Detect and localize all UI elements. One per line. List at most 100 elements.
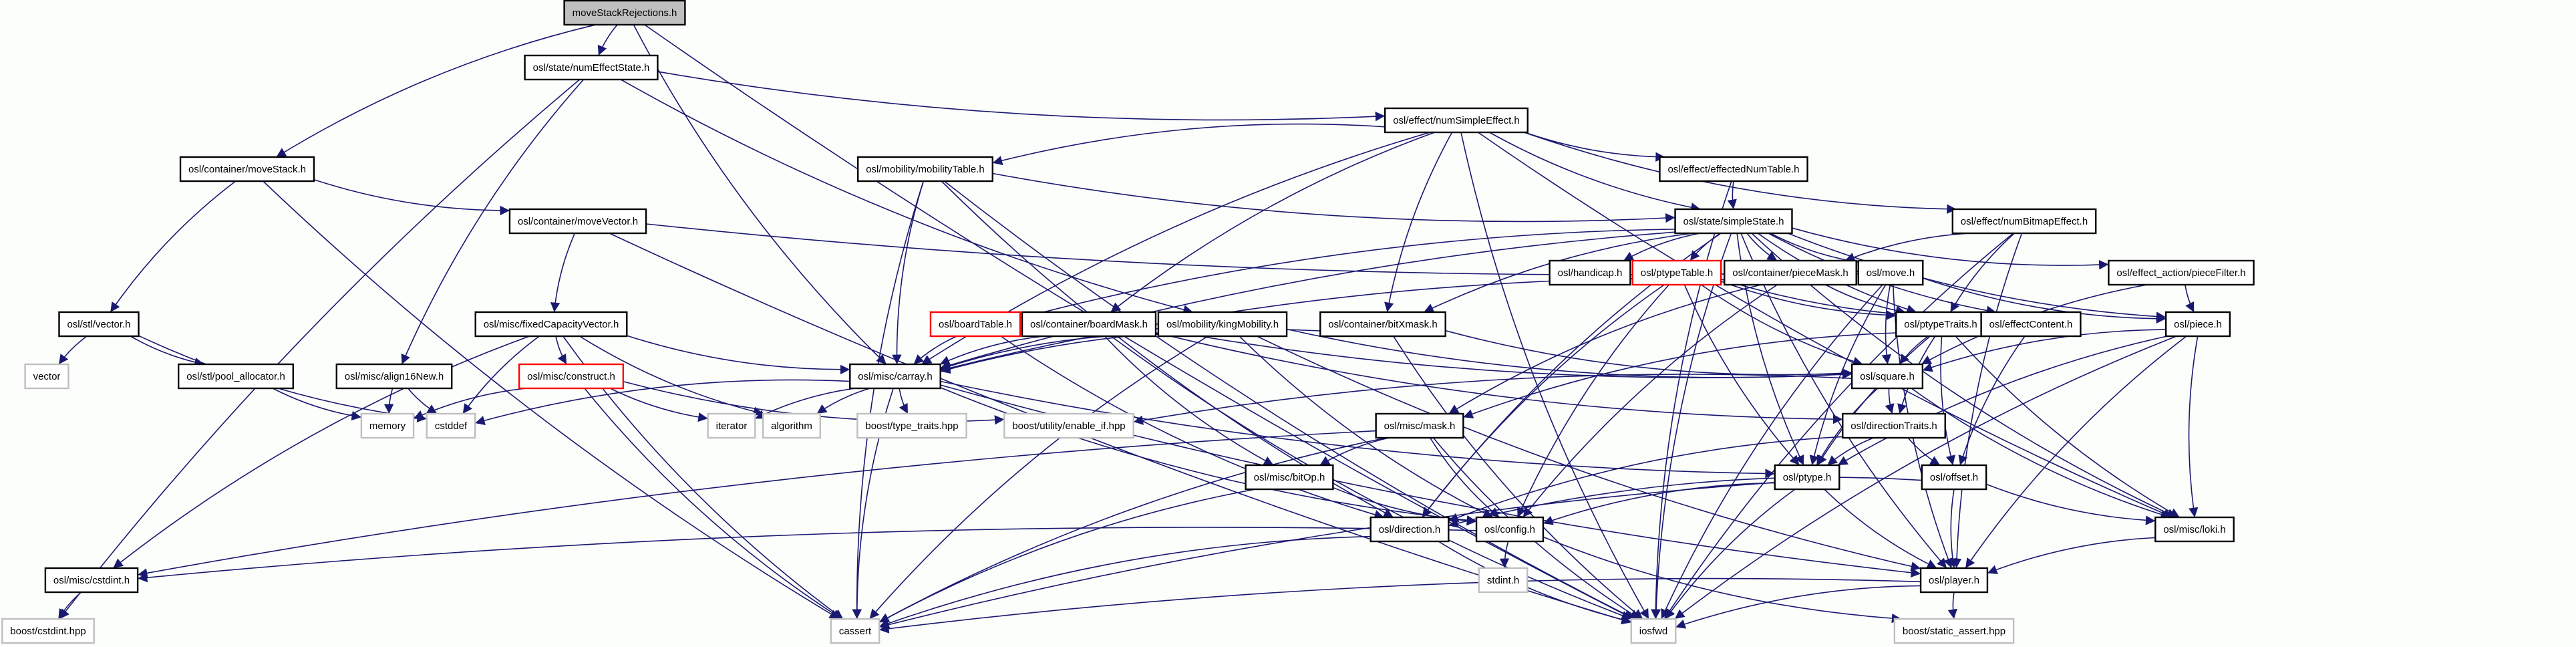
node-box bbox=[830, 618, 880, 644]
graph-node-cstdint-h[interactable]: osl/misc/cstdint.h bbox=[44, 567, 139, 594]
node-box bbox=[1021, 311, 1157, 338]
edge-numEffectState-to-numSimpleEffect bbox=[657, 71, 1386, 122]
node-box bbox=[1630, 618, 1677, 644]
edge-mobilityTable-to-simpleState bbox=[992, 172, 1675, 223]
edge-bitXmask-to-square bbox=[1445, 330, 1853, 378]
graph-node-fixed-capacity-vector[interactable]: osl/misc/fixedCapacityVector.h bbox=[474, 311, 628, 338]
graph-node-align16-new[interactable]: osl/misc/align16New.h bbox=[335, 363, 453, 390]
node-box bbox=[1724, 259, 1857, 286]
node-label: osl/container/moveStack.h bbox=[188, 164, 306, 175]
graph-node-piece-mask[interactable]: osl/container/pieceMask.h bbox=[1724, 259, 1857, 286]
graph-node-pool-allocator[interactable]: osl/stl/pool_allocator.h bbox=[178, 363, 294, 390]
edge-config-to-staticAssert bbox=[1543, 536, 1902, 624]
edge-kingMobility-to-square bbox=[1286, 328, 1853, 379]
edge-moveVector-to-iosfwd bbox=[609, 233, 1631, 625]
node-label: memory bbox=[369, 420, 406, 432]
graph-node-num-effect-state[interactable]: osl/state/numEffectState.h bbox=[524, 54, 659, 81]
edge-numEffectState-to-align16New bbox=[401, 79, 585, 365]
edge-ptypeTable-to-square bbox=[1701, 284, 1863, 366]
edge-boardMask-to-iosfwd bbox=[1110, 336, 1632, 620]
graph-node-root[interactable]: moveStackRejections.h bbox=[563, 0, 686, 26]
edge-numSimpleEffect-to-numBitmapEffect bbox=[1524, 132, 1957, 214]
graph-node-boost-cstdint: boost/cstdint.hpp bbox=[1, 618, 95, 644]
edge-kingMobility-to-config bbox=[1239, 336, 1494, 518]
node-label: osl/stl/pool_allocator.h bbox=[186, 371, 285, 382]
graph-node-piece-filter[interactable]: osl/effect_action/pieceFilter.h bbox=[2108, 259, 2255, 286]
edge-ptypeTraits-to-loki bbox=[1955, 336, 2181, 518]
graph-node-loki[interactable]: osl/misc/loki.h bbox=[2154, 516, 2235, 543]
edge-boardMask-to-carray bbox=[939, 336, 1045, 365]
graph-node-bit-op[interactable]: osl/misc/bitOp.h bbox=[1245, 464, 1334, 491]
graph-node-piece[interactable]: osl/piece.h bbox=[2164, 311, 2231, 338]
graph-node-move[interactable]: osl/move.h bbox=[1857, 259, 1924, 286]
node-label: osl/misc/align16New.h bbox=[345, 371, 444, 382]
graph-node-effected-num-table[interactable]: osl/effect/effectedNumTable.h bbox=[1659, 156, 1808, 182]
node-label: osl/state/simpleState.h bbox=[1683, 216, 1784, 227]
graph-node-square[interactable]: osl/square.h bbox=[1850, 363, 1924, 390]
graph-node-ptype-traits[interactable]: osl/ptypeTraits.h bbox=[1895, 311, 1986, 338]
graph-node-direction-traits[interactable]: osl/directionTraits.h bbox=[1842, 412, 1946, 439]
node-box bbox=[518, 363, 625, 390]
edge-poolAllocator-to-memory bbox=[272, 388, 362, 421]
graph-node-king-mobility[interactable]: osl/mobility/kingMobility.h bbox=[1157, 311, 1288, 338]
edge-numBitmapEffect-to-player bbox=[1951, 233, 2023, 569]
graph-node-direction[interactable]: osl/direction.h bbox=[1370, 516, 1450, 543]
node-label: osl/misc/bitOp.h bbox=[1254, 472, 1325, 483]
graph-node-ptype-table[interactable]: osl/ptypeTable.h bbox=[1631, 259, 1722, 286]
node-box bbox=[1631, 259, 1722, 286]
graph-node-mask[interactable]: osl/misc/mask.h bbox=[1375, 412, 1464, 439]
node-label: boost/utility/enable_if.hpp bbox=[1012, 420, 1125, 432]
node-box bbox=[1919, 567, 1989, 594]
edge-ptype-to-config bbox=[1543, 482, 1775, 525]
graph-node-config[interactable]: osl/config.h bbox=[1475, 516, 1545, 543]
graph-node-stdint: stdint.h bbox=[1478, 567, 1528, 594]
node-box bbox=[1375, 412, 1464, 439]
edge-ptypeTable-to-carray bbox=[940, 277, 1633, 373]
edge-numSimpleEffect-to-mobilityTable bbox=[992, 123, 1386, 166]
node-box bbox=[1951, 208, 2097, 235]
graph-node-vector: vector bbox=[24, 363, 69, 390]
edge-fixedCapacityVector-to-carray bbox=[627, 335, 850, 375]
graph-node-num-bitmap-effect[interactable]: osl/effect/numBitmapEffect.h bbox=[1951, 208, 2097, 235]
edge-simpleState-to-carray bbox=[940, 231, 1675, 370]
node-label: osl/container/pieceMask.h bbox=[1732, 267, 1848, 279]
graph-node-effect-content[interactable]: osl/effectContent.h bbox=[1980, 311, 2082, 338]
node-label: osl/misc/mask.h bbox=[1384, 420, 1456, 432]
edge-construct-to-cassert bbox=[584, 388, 842, 620]
node-box bbox=[1980, 311, 2082, 338]
node-box bbox=[762, 412, 822, 439]
node-box bbox=[24, 363, 69, 390]
graph-node-handicap[interactable]: osl/handicap.h bbox=[1549, 259, 1631, 286]
graph-node-algorithm: algorithm bbox=[762, 412, 822, 439]
graph-node-stlvector[interactable]: osl/stl/vector.h bbox=[58, 311, 140, 338]
graph-node-offset[interactable]: osl/offset.h bbox=[1921, 464, 1987, 491]
node-box bbox=[707, 412, 756, 439]
graph-node-iosfwd: iosfwd bbox=[1630, 618, 1677, 644]
graph-node-move-vector[interactable]: osl/container/moveVector.h bbox=[508, 208, 647, 235]
graph-node-simple-state[interactable]: osl/state/simpleState.h bbox=[1674, 208, 1793, 235]
graph-node-ptype[interactable]: osl/ptype.h bbox=[1774, 464, 1840, 491]
node-label: osl/container/moveVector.h bbox=[518, 216, 638, 227]
node-box bbox=[58, 311, 140, 338]
node-box bbox=[1674, 208, 1793, 235]
graph-node-construct[interactable]: osl/misc/construct.h bbox=[518, 363, 625, 390]
edge-simpleState-to-boardTable bbox=[1019, 229, 1675, 321]
graph-node-move-stack[interactable]: osl/container/moveStack.h bbox=[179, 156, 315, 182]
node-label: osl/misc/construct.h bbox=[527, 371, 615, 382]
graph-node-player[interactable]: osl/player.h bbox=[1919, 567, 1989, 594]
graph-node-mobility-table[interactable]: osl/mobility/mobilityTable.h bbox=[857, 156, 993, 182]
edge-numSimpleEffect-to-bitXmask bbox=[1384, 132, 1453, 313]
node-label: algorithm bbox=[771, 420, 812, 432]
graph-node-carray[interactable]: osl/misc/carray.h bbox=[849, 363, 941, 390]
edge-effectContent-to-offset bbox=[1958, 336, 2026, 466]
graph-node-board-table[interactable]: osl/boardTable.h bbox=[929, 311, 1021, 338]
node-box bbox=[474, 311, 628, 338]
node-box bbox=[1475, 516, 1545, 543]
graph-node-num-simple-effect[interactable]: osl/effect/numSimpleEffect.h bbox=[1384, 107, 1528, 134]
graph-node-bit-xmask[interactable]: osl/container/bitXmask.h bbox=[1319, 311, 1446, 338]
graph-node-enable-if: boost/utility/enable_if.hpp bbox=[1003, 412, 1134, 439]
graph-node-board-mask[interactable]: osl/container/boardMask.h bbox=[1021, 311, 1157, 338]
edge-directionTraits-to-direction bbox=[1448, 436, 1843, 523]
edge-directionTraits-to-ptype bbox=[1826, 437, 1874, 466]
node-label: stdint.h bbox=[1487, 575, 1519, 586]
